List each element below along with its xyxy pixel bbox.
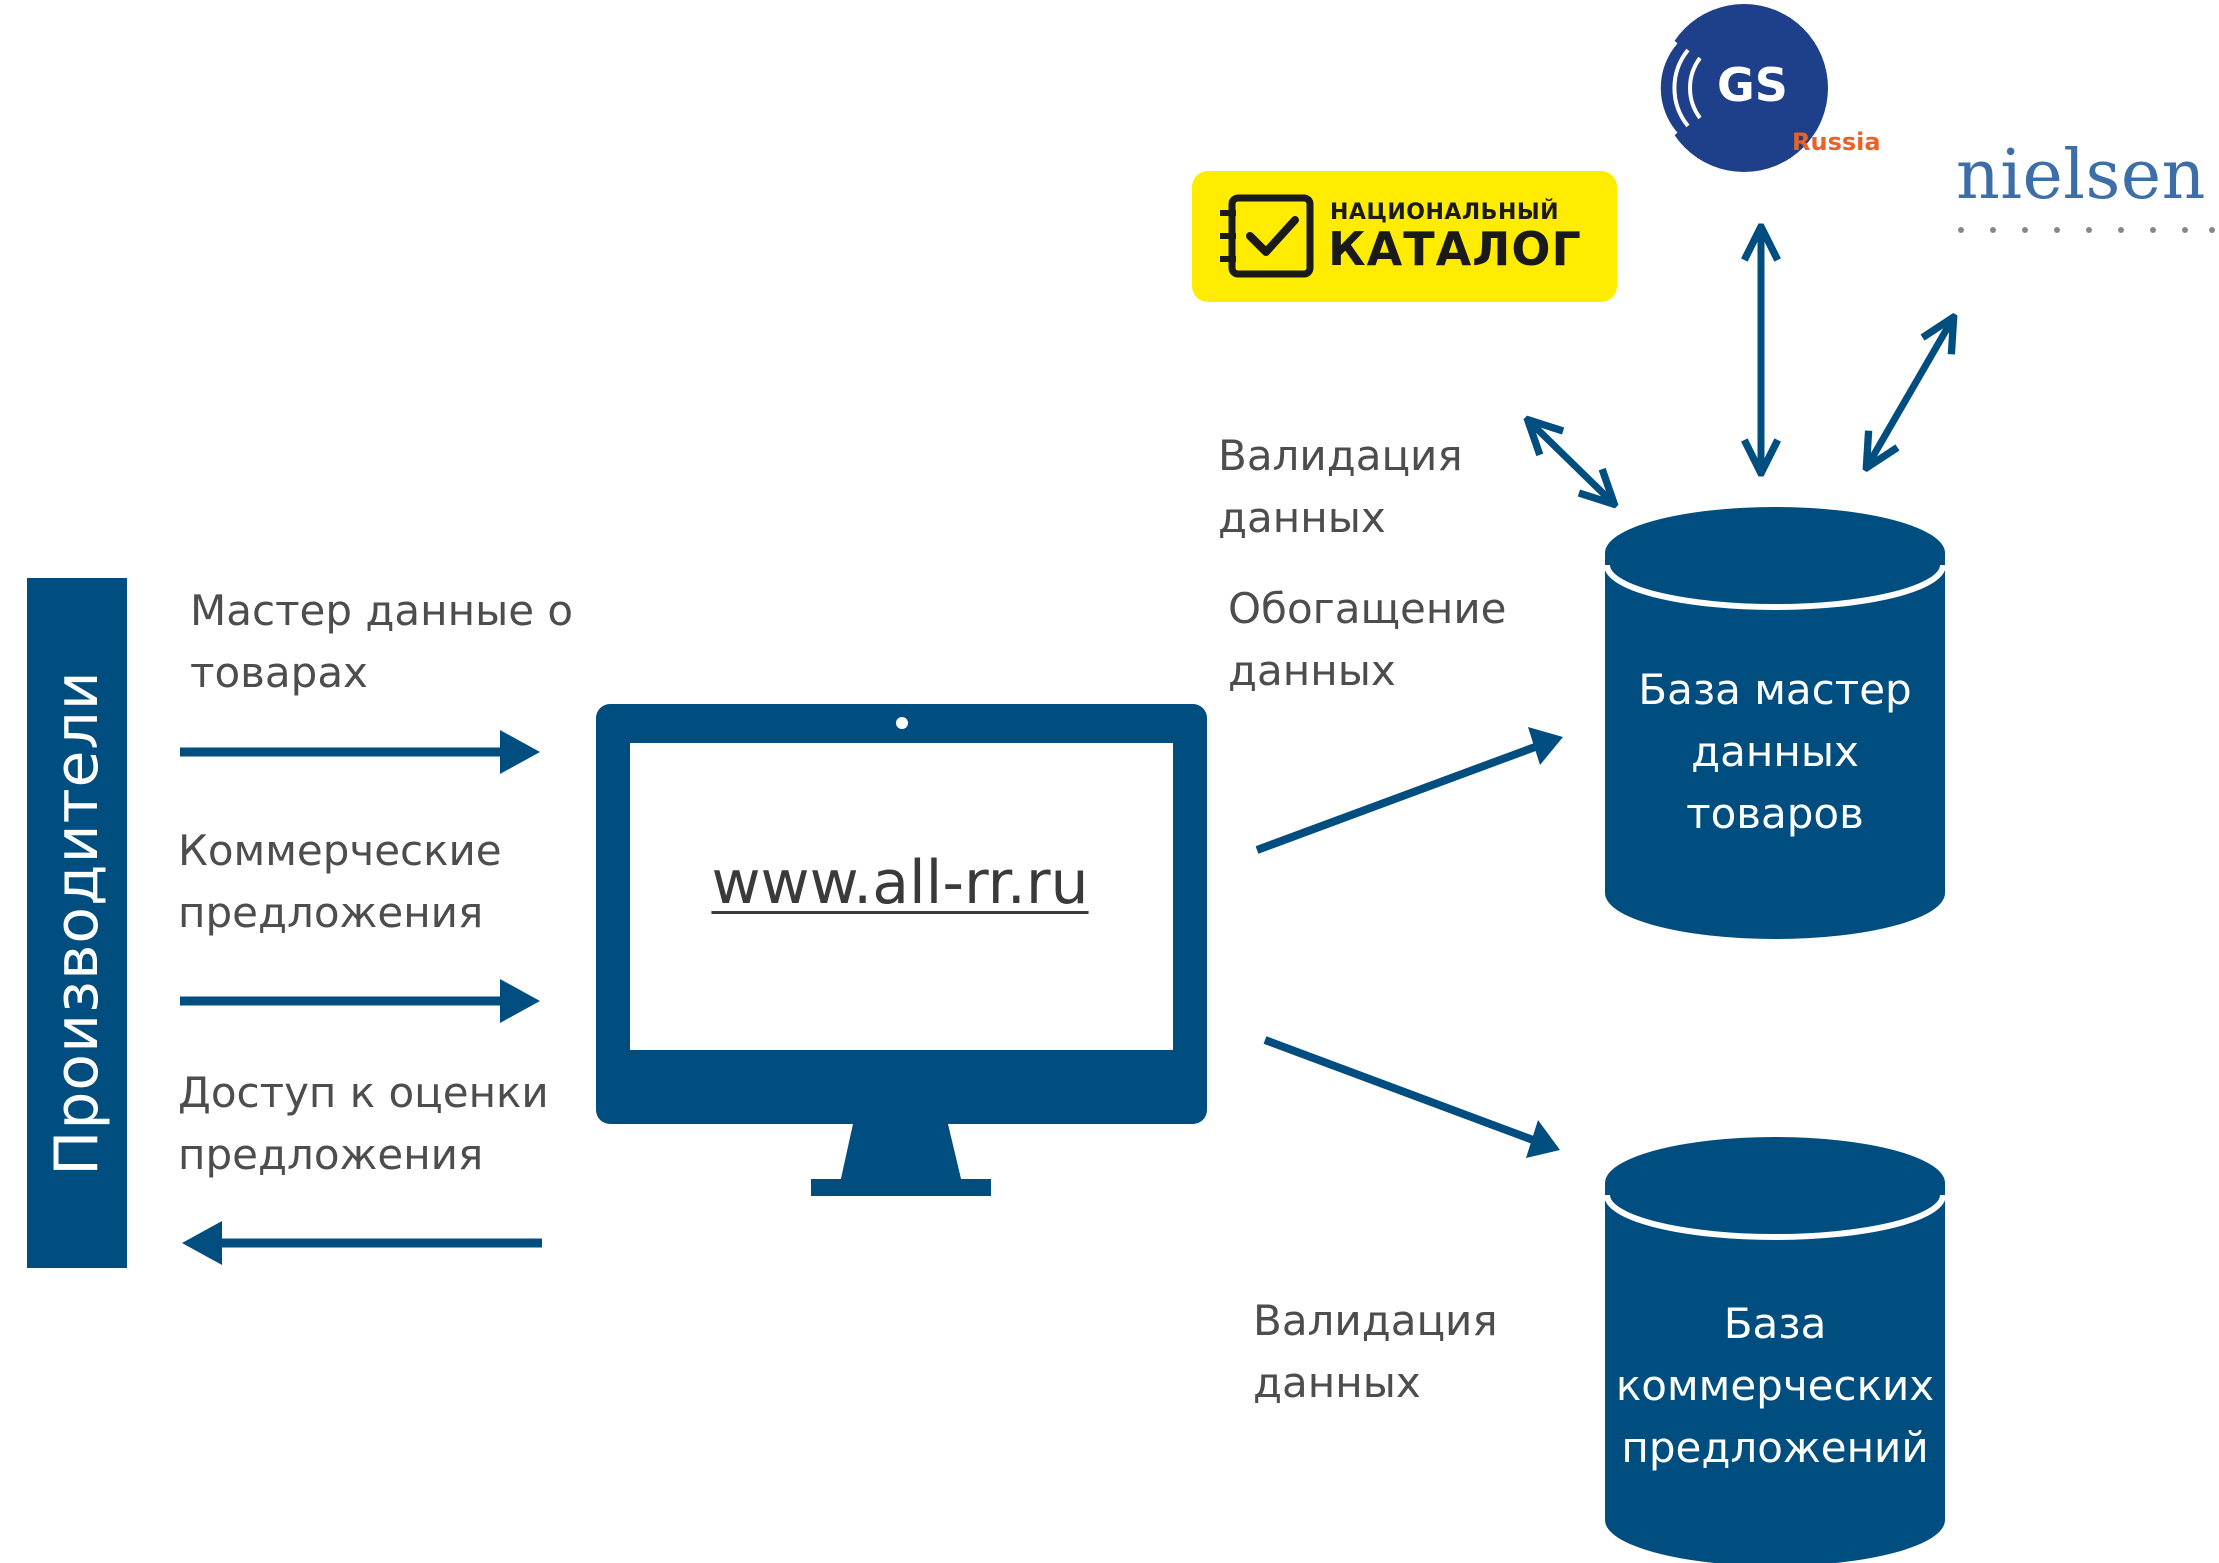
arrow-to-commercial-db bbox=[1263, 1036, 1560, 1158]
access-evaluation-line-2: предложения bbox=[178, 1130, 484, 1179]
master-db-cylinder bbox=[1604, 507, 1946, 939]
master-db-line-2: данных bbox=[1691, 727, 1859, 776]
commercial-db-label: База коммерческих предложений bbox=[1605, 1293, 1945, 1479]
validation-bottom-line-2: данных bbox=[1253, 1358, 1421, 1407]
gs1-digit-text: 1 bbox=[1793, 60, 1824, 111]
master-data-line-2: товарах bbox=[190, 648, 368, 697]
validation-top-label: Валидация данных bbox=[1218, 425, 1463, 549]
arrow-access-evaluation bbox=[182, 1221, 542, 1265]
arrow-nielsen-db bbox=[1868, 320, 1952, 465]
master-data-label: Мастер данные о товарах bbox=[190, 580, 573, 704]
producers-bar bbox=[27, 578, 127, 1268]
commercial-offers-line-2: предложения bbox=[178, 888, 484, 937]
master-db-label: База мастер данных товаров bbox=[1605, 659, 1945, 845]
arrow-commercial-offers bbox=[180, 979, 540, 1023]
enrichment-line-1: Обогащение bbox=[1228, 584, 1507, 633]
master-db-line-3: товаров bbox=[1686, 789, 1864, 838]
commercial-db-line-2: коммерческих bbox=[1615, 1361, 1935, 1410]
master-db-line-1: База мастер bbox=[1638, 665, 1912, 714]
website-url[interactable]: www.all-rr.ru bbox=[711, 848, 1089, 918]
enrichment-line-2: данных bbox=[1228, 646, 1396, 695]
commercial-offers-line-1: Коммерческие bbox=[178, 826, 502, 875]
national-catalog-logo bbox=[1192, 171, 1617, 302]
commercial-offers-label: Коммерческие предложения bbox=[178, 820, 502, 944]
gs1-mark-text: GS bbox=[1717, 58, 1788, 112]
commercial-db-line-1: База bbox=[1723, 1299, 1827, 1348]
producers-label: Производители bbox=[42, 670, 112, 1176]
gs1-russia-text: Russia bbox=[1792, 128, 1881, 156]
nielsen-dots bbox=[1958, 227, 2215, 233]
nielsen-logo-text: nielsen bbox=[1956, 136, 2206, 215]
monitor-icon bbox=[596, 704, 1207, 1196]
validation-top-line-2: данных bbox=[1218, 493, 1386, 542]
access-evaluation-label: Доступ к оценки предложения bbox=[178, 1062, 549, 1186]
commercial-db-line-3: предложений bbox=[1621, 1423, 1929, 1472]
master-data-line-1: Мастер данные о bbox=[190, 586, 574, 635]
national-catalog-big-text: КАТАЛОГ bbox=[1328, 222, 1582, 276]
validation-bottom-line-1: Валидация bbox=[1253, 1296, 1498, 1345]
national-catalog-small-text: НАЦИОНАЛЬНЫЙ bbox=[1330, 200, 1560, 225]
arrow-master-data bbox=[180, 730, 540, 774]
enrichment-label: Обогащение данных bbox=[1228, 578, 1506, 702]
validation-top-line-1: Валидация bbox=[1218, 431, 1463, 480]
commercial-db-cylinder bbox=[1604, 1137, 1946, 1563]
access-evaluation-line-1: Доступ к оценки bbox=[178, 1068, 549, 1117]
validation-bottom-label: Валидация данных bbox=[1253, 1290, 1498, 1414]
gs1-logo bbox=[1644, 4, 1828, 172]
arrow-to-master-db bbox=[1255, 727, 1563, 854]
arrow-nk-db bbox=[1530, 422, 1612, 502]
